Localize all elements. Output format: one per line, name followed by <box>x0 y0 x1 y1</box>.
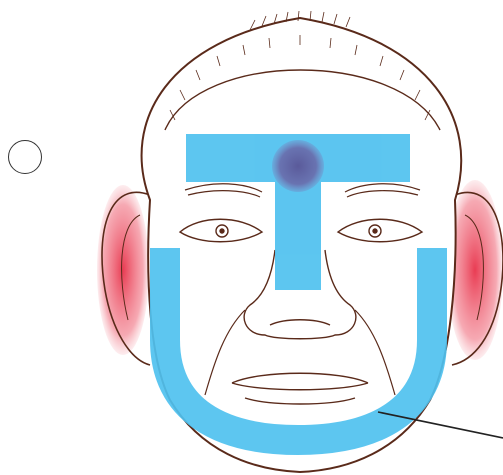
left-ear <box>97 185 150 365</box>
focus-dot <box>272 140 324 192</box>
t-zone-stem <box>275 182 321 290</box>
